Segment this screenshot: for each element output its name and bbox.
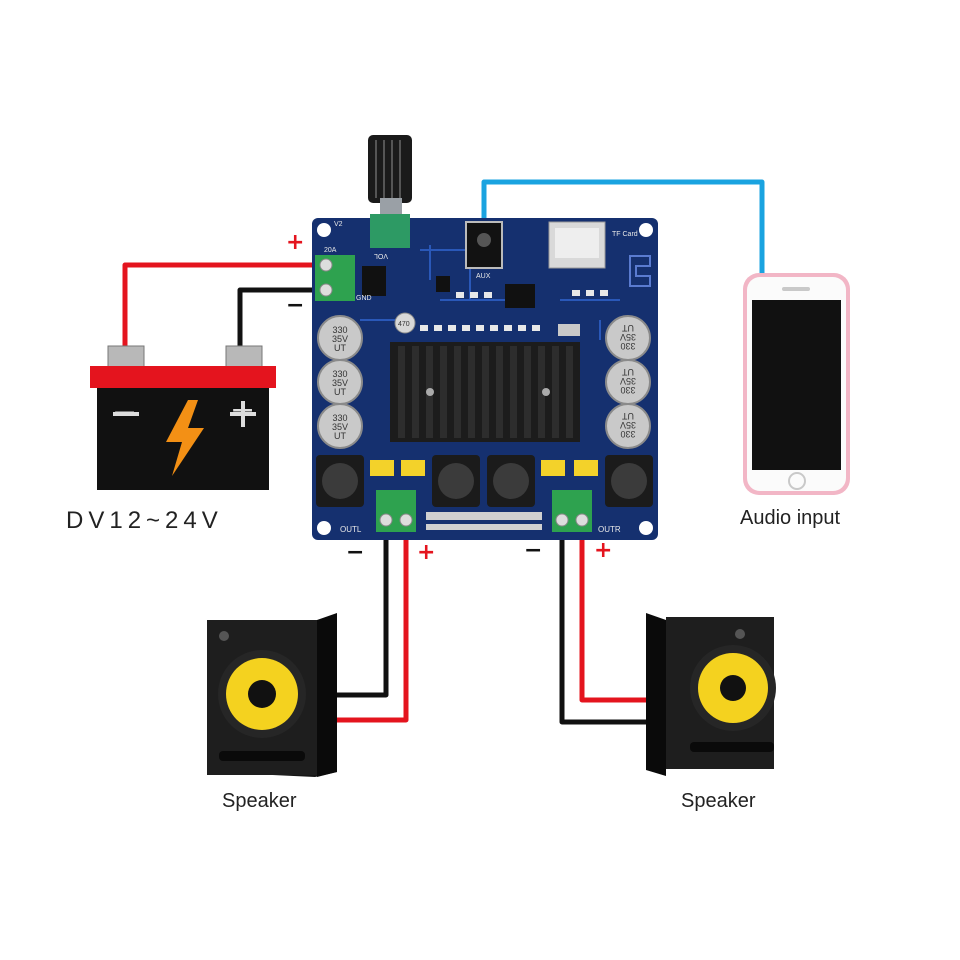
- right-out-plus-sign: +: [594, 538, 613, 563]
- speaker-right-label: Speaker: [681, 790, 756, 812]
- cap-l3-voltage: 35V: [332, 422, 348, 432]
- cap-l2-value: 330: [332, 369, 347, 379]
- right-out-minus-sign: −: [524, 538, 543, 563]
- phone-screen: [752, 300, 841, 470]
- volume-knob: [368, 135, 412, 203]
- capacitor-markings: 330 35V UT 330 35V UT 330 35V UT 330 35V…: [332, 323, 636, 441]
- capacitors-left: [317, 315, 363, 449]
- cap-l3-brand: UT: [334, 431, 346, 441]
- right-speaker-negative-wire: [559, 520, 648, 725]
- cap-r1-value: 330: [620, 341, 635, 351]
- v2-label: V2: [334, 221, 343, 228]
- speaker-right: [646, 613, 776, 776]
- cap-r3-voltage: 35V: [620, 420, 636, 430]
- audio-input-wire: [481, 179, 765, 275]
- amplifier-board: [312, 135, 658, 540]
- cap-r1-voltage: 35V: [620, 332, 636, 342]
- cap-r2-voltage: 35V: [620, 376, 636, 386]
- cap-r3-brand: UT: [622, 411, 634, 421]
- cap-r2-value: 330: [620, 385, 635, 395]
- capacitors-right: [605, 315, 651, 449]
- speaker-left-label: Speaker: [222, 790, 297, 812]
- cap-l1-voltage: 35V: [332, 334, 348, 344]
- smartphone: [743, 273, 850, 495]
- output-terminal-right: [552, 490, 592, 532]
- small-cap-label: 470: [398, 321, 410, 328]
- outr-label: OUTR: [598, 525, 621, 534]
- battery-body-plus-sign: +: [230, 393, 256, 428]
- tf-card-label: TF Card: [612, 231, 638, 238]
- battery-positive-wire: [122, 262, 322, 352]
- lightning-bolt-icon: [166, 400, 204, 476]
- battery-plus-sign: +: [286, 230, 305, 255]
- pwr-label: 20A: [324, 247, 337, 254]
- inductors: [316, 455, 653, 507]
- vol-label: VOL: [374, 252, 388, 259]
- left-speaker-negative-wire: [335, 520, 389, 698]
- battery-minus-sign: −: [286, 293, 305, 318]
- output-terminal-left: [376, 490, 416, 532]
- outl-label: OUTL: [340, 525, 362, 534]
- battery-body-minus-sign: −: [112, 395, 138, 430]
- cap-r3-value: 330: [620, 429, 635, 439]
- left-out-plus-sign: +: [417, 540, 436, 565]
- cap-r2-brand: UT: [622, 367, 634, 377]
- cap-l2-brand: UT: [334, 387, 346, 397]
- right-speaker-positive-wire: [579, 520, 648, 703]
- cap-l1-brand: UT: [334, 343, 346, 353]
- cap-l1-value: 330: [332, 325, 347, 335]
- voltage-label: DV12~24V: [66, 507, 223, 534]
- cap-l3-value: 330: [332, 413, 347, 423]
- cap-l2-voltage: 35V: [332, 378, 348, 388]
- aux-label: AUX: [476, 273, 491, 280]
- battery-negative-wire: [237, 287, 322, 352]
- speaker-left: [207, 613, 337, 777]
- cap-r1-brand: UT: [622, 323, 634, 333]
- battery: [90, 345, 276, 490]
- gnd-label: GND: [356, 295, 372, 302]
- left-out-minus-sign: −: [346, 540, 365, 565]
- left-speaker-positive-wire: [335, 520, 409, 723]
- audio-input-label: Audio input: [740, 507, 841, 529]
- wires: [122, 179, 765, 725]
